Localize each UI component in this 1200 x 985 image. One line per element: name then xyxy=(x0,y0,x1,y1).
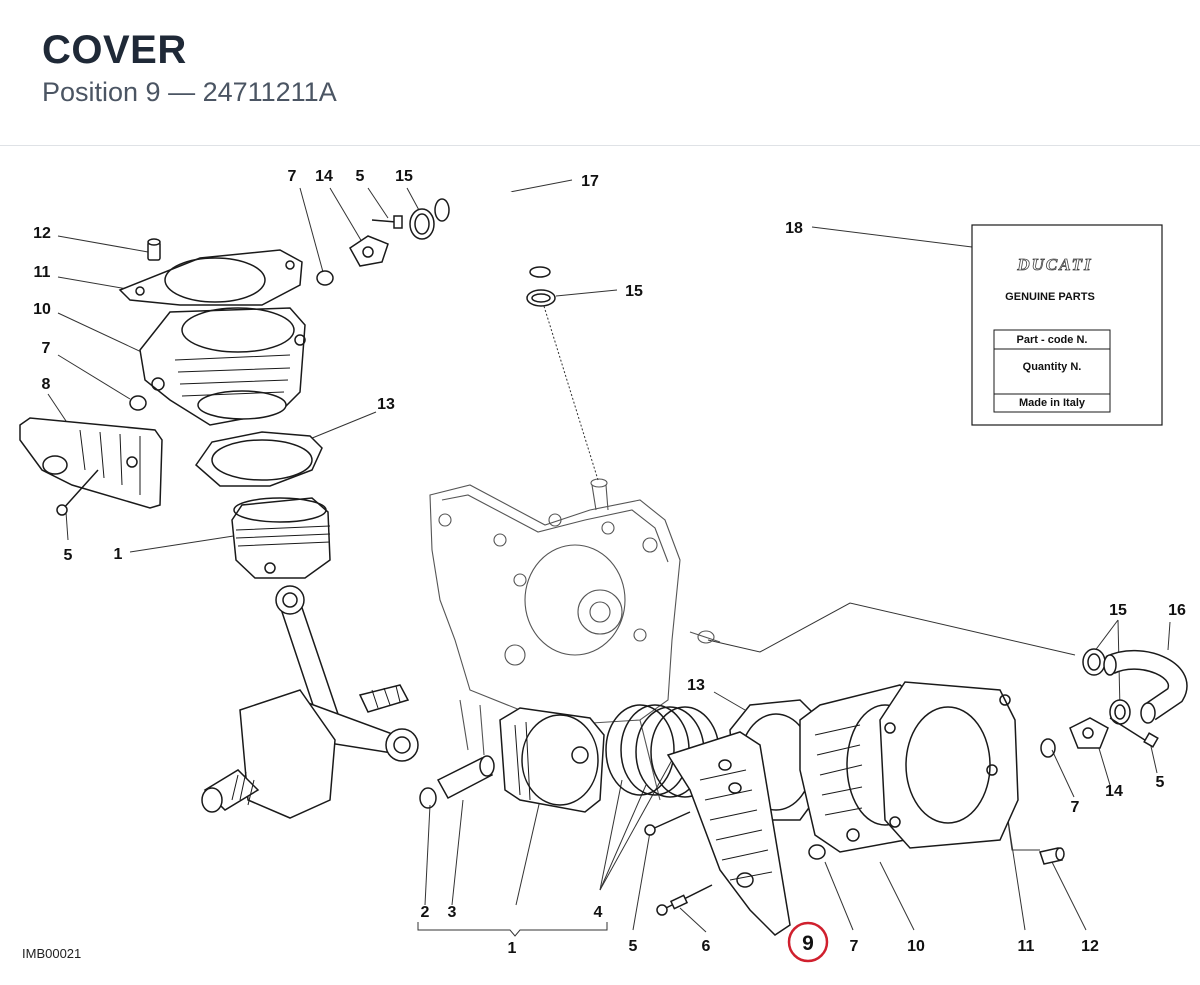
callout-label: 5 xyxy=(356,168,365,185)
callout-label: 2 xyxy=(421,904,430,921)
callout-label: 15 xyxy=(395,168,413,185)
callouts: 7 14 5 15 17 12 11 10 7 8 15 13 5 1 18 1… xyxy=(33,168,1186,963)
callout-label: 8 xyxy=(42,376,51,393)
o-ring-right xyxy=(1040,738,1056,758)
circlip xyxy=(419,787,437,809)
callout-label: 11 xyxy=(34,264,51,281)
callout-label: 10 xyxy=(907,938,925,955)
callout-label: 7 xyxy=(1071,799,1080,816)
label-card-row-part-code: Part - code N. xyxy=(1017,334,1088,346)
o-ring-lower xyxy=(808,844,826,860)
thermostat-fitting-upper xyxy=(349,235,389,267)
callout-label: 3 xyxy=(448,904,457,921)
piston-upper xyxy=(231,497,331,579)
callout-label: 5 xyxy=(629,938,638,955)
leader-lines xyxy=(47,179,1171,937)
screw-upper xyxy=(371,215,403,229)
dowel-pin-lower xyxy=(1039,847,1065,865)
base-gasket-upper xyxy=(195,431,323,487)
callout-label: 18 xyxy=(785,220,803,237)
cylinder-head-gasket xyxy=(118,249,303,306)
callout-label: 7 xyxy=(850,938,859,955)
stud-bolt xyxy=(656,884,713,916)
cylinder-upper xyxy=(139,307,306,426)
page-header: COVER Position 9 — 24711211A xyxy=(0,0,1200,146)
thermostat-fitting-lower xyxy=(1069,717,1109,749)
callout-label: 11 xyxy=(1018,938,1035,955)
callout-label: 13 xyxy=(377,396,395,413)
callout-label: 10 xyxy=(33,301,51,318)
callout-label: 1 xyxy=(114,546,123,563)
hose-clamp-middle xyxy=(526,289,556,307)
callout-highlighted: 9 xyxy=(802,932,814,955)
page-title: COVER xyxy=(42,28,187,72)
o-ring-upper xyxy=(316,270,334,286)
callout-label: 6 xyxy=(702,938,711,955)
callout-label: 7 xyxy=(288,168,297,185)
callout-label: 15 xyxy=(625,283,643,300)
connecting-rod-crankshaft xyxy=(201,585,419,819)
callout-label: 7 xyxy=(42,340,51,357)
o-ring-left xyxy=(129,395,147,411)
screw-left xyxy=(56,469,99,516)
piston-lower xyxy=(499,707,605,813)
callout-label: 13 xyxy=(687,677,705,694)
image-code: IMB00021 xyxy=(22,946,82,961)
screw-right xyxy=(1109,717,1159,748)
callout-label: 5 xyxy=(64,547,73,564)
callout-label: 5 xyxy=(1156,774,1165,791)
callout-label: 1 xyxy=(508,940,517,957)
cover-position-9 xyxy=(666,731,791,936)
head-gasket-lower xyxy=(879,681,1019,849)
label-card-row-origin: Made in Italy xyxy=(1019,397,1086,409)
label-card-heading: GENUINE PARTS xyxy=(1005,291,1095,303)
callout-label: 14 xyxy=(1105,783,1123,800)
coolant-hose-lower xyxy=(1103,649,1188,724)
dowel-pin xyxy=(147,238,161,261)
hose-clamp-upper xyxy=(409,208,435,240)
callout-label: 4 xyxy=(594,904,603,921)
piston-pin xyxy=(436,755,495,800)
hose-clamp-lower xyxy=(1082,648,1131,725)
screw-lower xyxy=(644,811,691,836)
callout-label: 14 xyxy=(315,168,333,185)
callout-label: 12 xyxy=(33,225,51,242)
genuine-parts-label-card: DUCATI GENUINE PARTS Part - code N. Quan… xyxy=(971,224,1163,426)
callout-label: 17 xyxy=(581,173,599,190)
highlight-ring xyxy=(787,921,829,963)
cover-left xyxy=(19,417,163,509)
callout-label: 15 xyxy=(1109,602,1127,619)
callout-label: 12 xyxy=(1081,938,1099,955)
callout-label: 16 xyxy=(1168,602,1186,619)
label-card-brand: DUCATI xyxy=(1016,255,1092,274)
label-card-row-quantity: Quantity N. xyxy=(1023,361,1082,373)
coolant-hose xyxy=(434,185,551,278)
crankcase-ghost xyxy=(429,478,721,801)
page-subtitle: Position 9 — 24711211A xyxy=(42,77,337,107)
